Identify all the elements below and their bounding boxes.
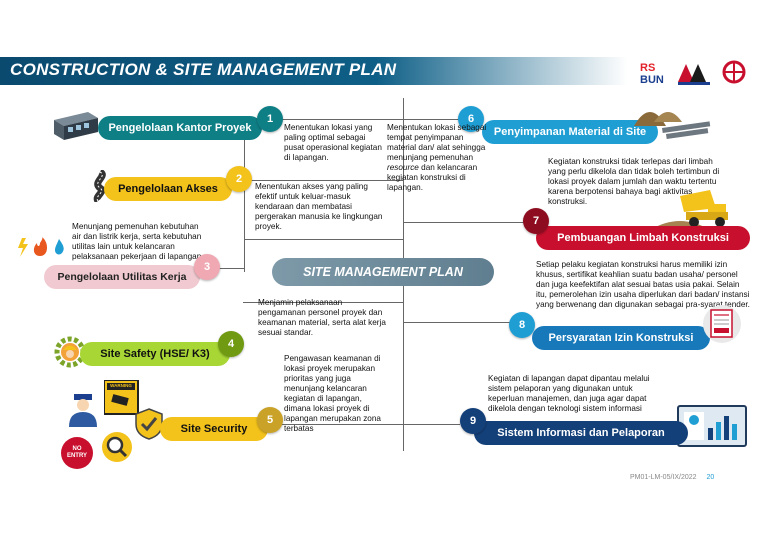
item-2-number: 2 bbox=[226, 166, 252, 192]
monitor-dashboard-icon bbox=[677, 405, 747, 447]
utilities-icon bbox=[18, 237, 64, 257]
security-guard-icon bbox=[69, 394, 97, 427]
item-3-desc: Menunjang pemenuhan kebutuhan air dan li… bbox=[72, 222, 202, 261]
page-number: 20 bbox=[706, 474, 715, 481]
item-5-desc: Pengawasan keamanan di lokasi proyek mer… bbox=[284, 354, 381, 433]
connector-3b bbox=[245, 239, 404, 240]
item-4-label: Site Safety (HSE/ K3) bbox=[80, 342, 230, 366]
item-1-label: Pengelolaan Kantor Proyek bbox=[98, 116, 262, 140]
partner-logo-icon bbox=[722, 60, 746, 84]
warning-camera-sign-icon bbox=[104, 380, 139, 415]
magnifier-person-icon bbox=[102, 432, 132, 462]
item-6-number: 6 bbox=[458, 106, 484, 132]
item-1-desc: Menentukan lokasi yang paling optimal se… bbox=[284, 123, 382, 162]
connector-2 bbox=[250, 180, 404, 181]
item-6-desc: Menentukan lokasi sebagai tempat penyimp… bbox=[387, 123, 487, 192]
item-2-desc: Menentukan akses yang paling efektif unt… bbox=[255, 182, 383, 231]
material-storage-icon bbox=[634, 112, 711, 139]
item-6-label: Penyimpanan Material di Site bbox=[482, 120, 658, 144]
connector-5 bbox=[281, 424, 404, 425]
item-8-label: Persyaratan Izin Konstruksi bbox=[532, 326, 710, 350]
permit-document-icon bbox=[703, 305, 741, 343]
item-9-desc: Kegiatan di lapangan dapat dipantau mela… bbox=[488, 374, 650, 413]
footer: PM01-LM-05/IX/2022 20 bbox=[630, 474, 714, 481]
title-bar bbox=[0, 57, 628, 85]
footer-code: PM01-LM-05/IX/2022 bbox=[630, 474, 697, 481]
item-5-label: Site Security bbox=[160, 417, 268, 441]
center-label: SITE MANAGEMENT PLAN bbox=[272, 258, 494, 286]
item-2-label: Pengelolaan Akses bbox=[104, 177, 232, 201]
connector-8 bbox=[404, 322, 510, 323]
item-3-number: 3 bbox=[194, 254, 220, 280]
item-9-number: 9 bbox=[460, 408, 486, 434]
shield-check-icon bbox=[135, 408, 163, 440]
item-8-number: 8 bbox=[509, 312, 535, 338]
site-office-container-icon bbox=[54, 112, 98, 140]
warning-sign-text: WARNING bbox=[110, 383, 132, 388]
item-4-desc: Menjamin pelaksanaan pengamanan personel… bbox=[258, 298, 386, 337]
item-7-number: 7 bbox=[523, 208, 549, 234]
connector-6 bbox=[404, 119, 476, 120]
connector-4 bbox=[243, 302, 404, 303]
item-3-label: Pengelolaan Utilitas Kerja bbox=[44, 265, 200, 289]
connector-7 bbox=[404, 222, 524, 223]
left-vertical-line bbox=[244, 122, 246, 272]
item-1-number: 1 bbox=[257, 106, 283, 132]
dump-truck-icon bbox=[650, 190, 728, 230]
connector-9 bbox=[404, 424, 460, 425]
road-access-icon bbox=[93, 170, 106, 202]
item-4-number: 4 bbox=[218, 331, 244, 357]
item-7-label: Pembuangan Limbah Konstruksi bbox=[536, 226, 750, 250]
item-7-desc: Kegiatan konstruksi tidak terlepas dari … bbox=[548, 157, 720, 206]
item-9-label: Sistem Informasi dan Pelaporan bbox=[474, 421, 688, 445]
no-entry-sign-icon bbox=[61, 437, 93, 469]
page-title: CONSTRUCTION & SITE MANAGEMENT PLAN bbox=[10, 60, 397, 79]
connector-1 bbox=[280, 119, 404, 120]
company-logo-icon bbox=[678, 64, 710, 85]
item-8-desc: Setiap pelaku kegiatan konstruksi harus … bbox=[536, 260, 750, 309]
rs-bun-logo: RS BUN bbox=[640, 62, 664, 86]
connector-3 bbox=[218, 268, 245, 269]
item-5-number: 5 bbox=[257, 407, 283, 433]
